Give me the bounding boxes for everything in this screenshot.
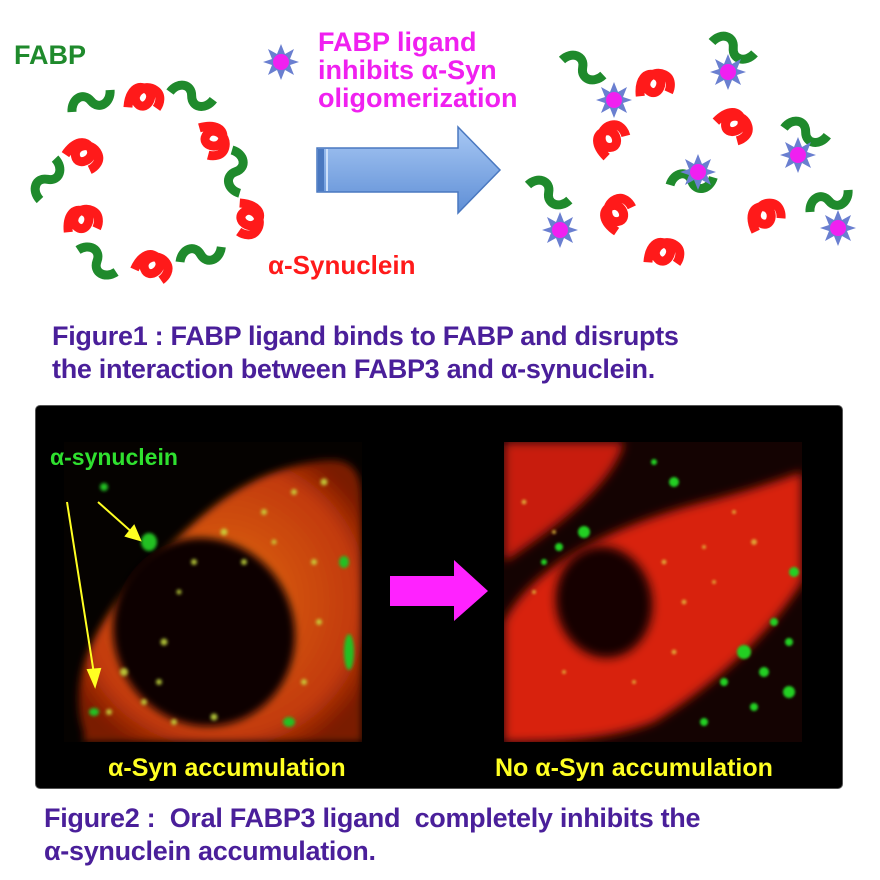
ligand-icon bbox=[710, 54, 746, 90]
fabp-strand bbox=[177, 238, 225, 270]
synuclein-strand bbox=[713, 106, 753, 143]
pointer-arrowhead bbox=[124, 524, 142, 542]
synuclein-green-label: α-synuclein bbox=[50, 444, 178, 470]
micrograph-after bbox=[504, 442, 802, 742]
fabp-strand bbox=[68, 82, 115, 120]
synuclein-label: α-Synuclein bbox=[268, 250, 416, 280]
figure2-caption: Figure2 : Oral FABP3 ligand completely i… bbox=[44, 802, 701, 868]
pointer-arrowhead bbox=[86, 667, 102, 689]
caption-line: Figure1 : FABP ligand binds to FABP and … bbox=[52, 321, 679, 351]
figure1-caption: Figure1 : FABP ligand binds to FABP and … bbox=[52, 320, 679, 386]
micrograph-before bbox=[64, 442, 362, 742]
ligand-caption: FABP ligand inhibits α-Syn oligomerizati… bbox=[318, 28, 518, 112]
synuclein-strand bbox=[234, 200, 263, 237]
figure2-panel: α-synuclein bbox=[36, 406, 842, 788]
synuclein-strand bbox=[63, 138, 102, 171]
synuclein-strand bbox=[133, 252, 170, 281]
ligand-caption-line: FABP ligand bbox=[318, 27, 477, 57]
blue-arrow-icon bbox=[316, 125, 502, 215]
ligand-icon bbox=[263, 44, 299, 80]
caption-line: the interaction between FABP3 and α-synu… bbox=[52, 354, 655, 384]
fabp-strand bbox=[168, 83, 214, 108]
pointer-arrows bbox=[66, 501, 488, 689]
dispersed-molecules bbox=[525, 33, 856, 268]
ligand-icon bbox=[680, 154, 716, 190]
fabp-strand bbox=[710, 33, 757, 62]
synuclein-strand bbox=[600, 195, 633, 234]
synuclein-strand bbox=[744, 197, 784, 236]
fabp-label: FABP bbox=[14, 40, 87, 70]
pointer-arrow bbox=[97, 501, 135, 535]
fabp-strand bbox=[525, 177, 573, 209]
figure1-diagram bbox=[0, 0, 880, 310]
ligand-icon bbox=[542, 212, 578, 248]
synuclein-strand bbox=[591, 120, 628, 160]
after-label: No α-Syn accumulation bbox=[495, 754, 773, 782]
micrograph-before-image bbox=[64, 442, 362, 742]
fabp-strand bbox=[32, 156, 64, 204]
pointer-arrow bbox=[66, 501, 95, 675]
ligand-icon bbox=[596, 82, 632, 118]
ligand-caption-line: oligomerization bbox=[318, 83, 518, 113]
ligand-icon bbox=[780, 137, 816, 173]
synuclein-strand bbox=[125, 84, 162, 113]
synuclein-strand bbox=[634, 68, 673, 101]
fabp-strand bbox=[223, 148, 248, 194]
caption-line: Figure2 : Oral FABP3 ligand completely i… bbox=[44, 803, 701, 833]
fabp-strand bbox=[74, 242, 121, 280]
oligomer-ring bbox=[32, 82, 263, 281]
caption-line: α-synuclein accumulation. bbox=[44, 836, 376, 866]
synuclein-strand bbox=[645, 239, 682, 268]
magenta-arrow-icon bbox=[390, 560, 488, 621]
fabp-strand bbox=[559, 52, 607, 84]
ligand-icon bbox=[820, 210, 856, 246]
synuclein-strand bbox=[194, 119, 231, 159]
before-label: α-Syn accumulation bbox=[108, 754, 346, 782]
micrograph-after-image bbox=[504, 442, 802, 742]
fabp-strand bbox=[806, 182, 853, 220]
ligand-caption-line: inhibits α-Syn bbox=[318, 55, 497, 85]
fabp-strand bbox=[782, 119, 828, 144]
synuclein-strand bbox=[62, 204, 101, 237]
